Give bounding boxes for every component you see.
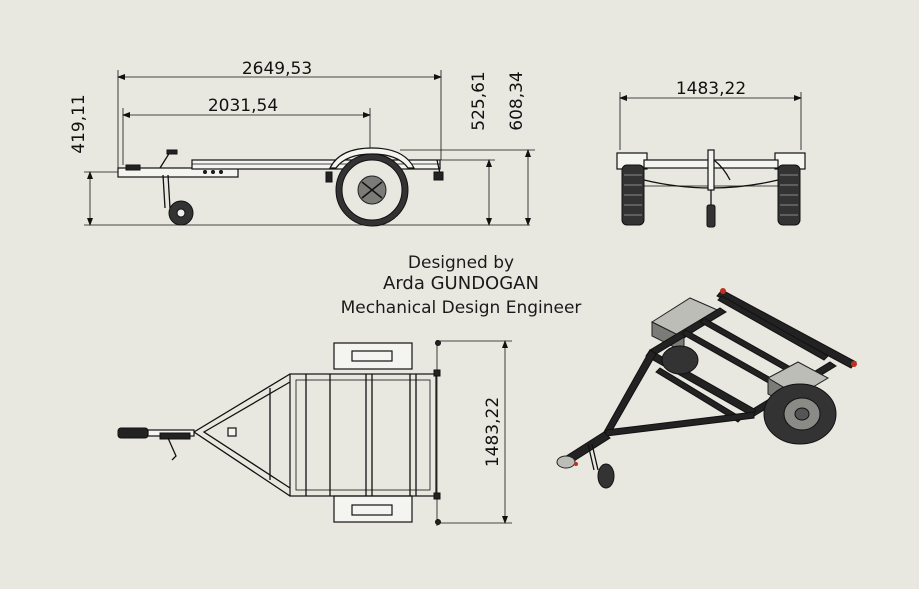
front-view: 1483,22	[616, 79, 806, 228]
isometric-view	[556, 288, 857, 489]
top-main-frame	[289, 373, 437, 497]
dim-overall-length: 2649,53	[242, 59, 312, 79]
iso-rear-crossbar	[716, 289, 857, 369]
dim-axle-length: 2031,54	[208, 96, 278, 116]
top-view: 1483,22	[117, 340, 512, 526]
side-jockey-post	[167, 174, 171, 209]
credit-title: Mechanical Design Engineer	[341, 298, 582, 318]
side-view: 2649,53 2031,54 419,11 525,61 608,34	[69, 59, 535, 227]
side-drawbar	[117, 167, 239, 178]
dim-fender-height: 525,61	[469, 71, 489, 130]
side-fender	[329, 147, 415, 169]
side-main-rail	[191, 159, 441, 170]
dim-front-track: 1483,22	[676, 79, 746, 99]
front-jockey-wheel	[706, 204, 716, 228]
iso-jockey-wheel	[597, 463, 615, 489]
credit-designed-by: Designed by	[408, 253, 514, 273]
iso-a-frame	[603, 349, 657, 435]
dim-coupling-height: 419,11	[69, 94, 89, 153]
designer-credit: Designed by Arda GUNDOGAN Mechanical Des…	[341, 253, 582, 318]
credit-name: Arda GUNDOGAN	[383, 273, 539, 294]
top-coupling	[117, 427, 149, 439]
dim-total-height: 608,34	[507, 71, 527, 130]
dim-top-track: 1483,22	[483, 397, 503, 467]
